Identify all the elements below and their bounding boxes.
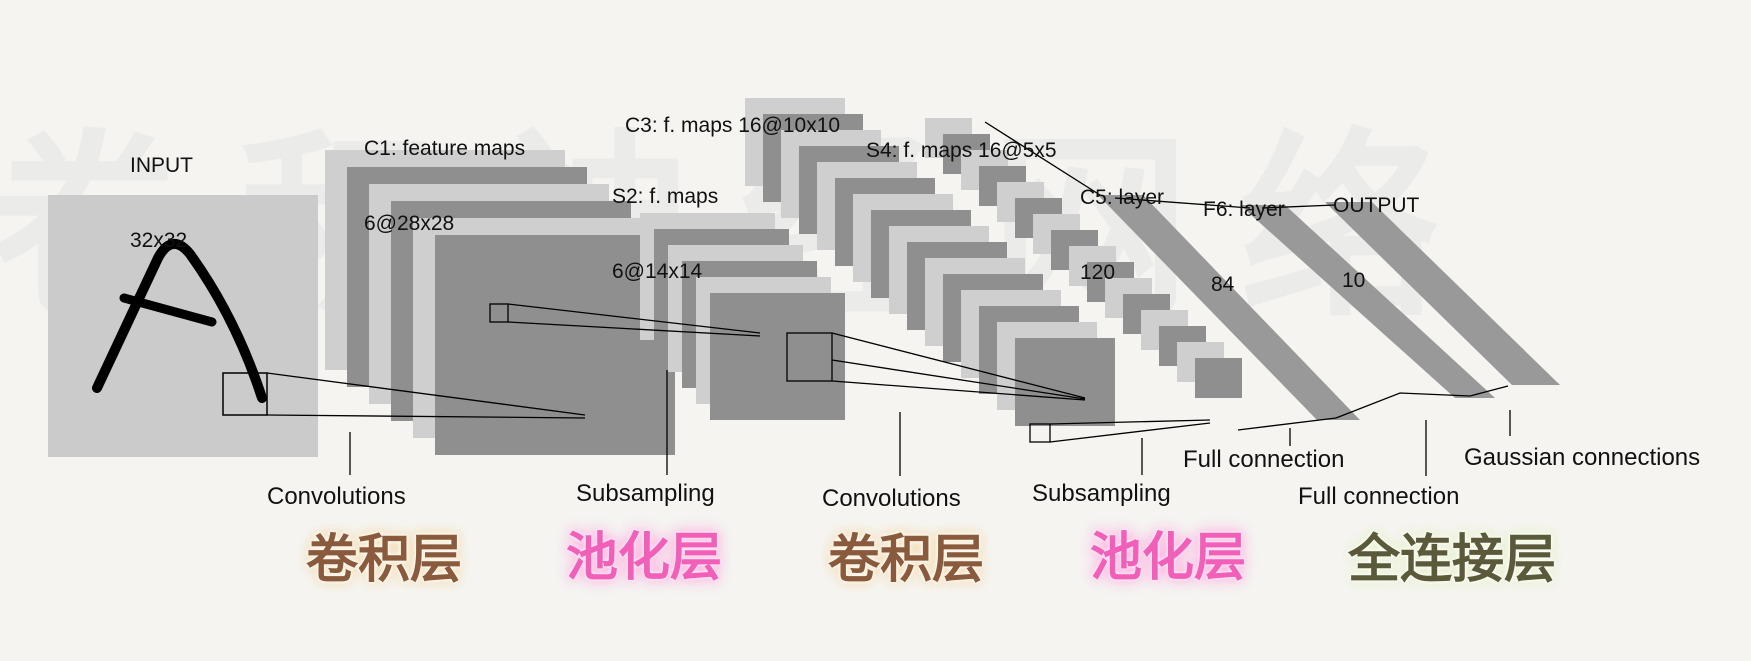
cn-label-conv-2: 卷积层 — [828, 530, 985, 590]
output-size: 10 — [1342, 269, 1366, 292]
caption-full-connection-1: Full connection — [1183, 446, 1345, 473]
proj-s2-c3-top — [831, 332, 1086, 399]
c3-map-16 — [1015, 338, 1115, 426]
f6-layer — [1240, 205, 1495, 398]
proj-s2-c3-bottom — [831, 380, 1086, 401]
f6-output-bottom-link — [1469, 385, 1509, 397]
c1-label: C1: feature maps 6@28x28 — [364, 86, 525, 286]
c5-bar — [1098, 195, 1360, 420]
c3-label: C3: f. maps 16@10x10 — [625, 63, 840, 188]
c5-layer — [1098, 195, 1360, 420]
c5-f6-bottom-link — [1335, 392, 1471, 419]
proj-c1-s2-top — [507, 303, 761, 334]
input-label: INPUT 32x32 — [130, 103, 193, 303]
f6-bar — [1240, 205, 1495, 398]
f6-size: 84 — [1211, 273, 1235, 296]
caption-subsampling-2: Subsampling — [1032, 480, 1171, 507]
proj-input-c1-top — [266, 372, 586, 416]
c5-f6-top-link — [1114, 197, 1251, 209]
cn-label-pool-1: 池化层 — [566, 528, 723, 588]
output-bar — [1325, 202, 1560, 385]
cn-label-full-connection: 全连接层 — [1348, 530, 1557, 590]
input-title: INPUT — [130, 154, 193, 177]
proj-c3-s4-top — [1049, 419, 1211, 425]
s2-title: S2: f. maps — [612, 185, 719, 208]
c5-size: 120 — [1080, 261, 1116, 284]
caption-gaussian-connections: Gaussian connections — [1464, 444, 1701, 471]
c1-title: C1: feature maps — [364, 137, 526, 160]
output-label: OUTPUT 10 — [1333, 143, 1419, 343]
cn-label-pool-2: 池化层 — [1090, 528, 1247, 588]
s4-c5-bottom-link — [1237, 417, 1337, 431]
s2-map-6 — [710, 293, 845, 420]
proj-input-c1-bottom — [266, 414, 586, 419]
caption-ticks — [349, 370, 1511, 476]
connection-lines — [266, 121, 1509, 443]
s4-to-c5-line — [984, 121, 1101, 196]
c5-label: C5: layer 120 — [1080, 135, 1164, 335]
proj-c3-s4-bottom — [1049, 422, 1211, 443]
handwritten-letter-a — [92, 239, 267, 403]
s4-map-16 — [1195, 358, 1242, 398]
s2-window — [786, 332, 833, 382]
c1-feature-map-stack — [325, 150, 675, 455]
s4-feature-map-stack — [925, 118, 1242, 398]
s2-feature-map-stack — [640, 213, 845, 420]
f6-label: F6: layer 84 — [1203, 147, 1285, 347]
input-square — [48, 195, 318, 457]
c1-window — [489, 303, 509, 323]
output-title: OUTPUT — [1333, 194, 1420, 217]
c3-window — [1029, 423, 1051, 443]
proj-c1-s2-bottom — [507, 321, 761, 337]
f6-output-top-link — [1261, 204, 1336, 209]
s4-label: S4: f. maps 16@5x5 — [866, 88, 1057, 213]
handwritten-letter-a-crossbar — [119, 293, 217, 327]
s2-label: S2: f. maps 6@14x14 — [612, 134, 718, 334]
proj-s2-c3-mid — [831, 359, 1086, 400]
caption-subsampling-1: Subsampling — [576, 480, 715, 507]
input-receptive-field — [222, 372, 268, 416]
s4-title: S4: f. maps 16@5x5 — [866, 139, 1057, 162]
c3-title: C3: f. maps 16@10x10 — [625, 114, 841, 137]
c5-title: C5: layer — [1080, 186, 1165, 209]
f6-title: F6: layer — [1203, 198, 1285, 221]
input-size: 32x32 — [130, 229, 188, 252]
caption-convolutions-1: Convolutions — [267, 483, 406, 510]
caption-full-connection-2: Full connection — [1298, 483, 1460, 510]
input-image — [48, 195, 318, 457]
cn-label-conv-1: 卷积层 — [306, 530, 463, 590]
output-layer — [1325, 202, 1560, 385]
c1-size: 6@28x28 — [364, 212, 455, 235]
s2-size: 6@14x14 — [612, 260, 703, 283]
caption-convolutions-2: Convolutions — [822, 485, 961, 512]
c3-feature-map-stack — [745, 98, 1115, 426]
